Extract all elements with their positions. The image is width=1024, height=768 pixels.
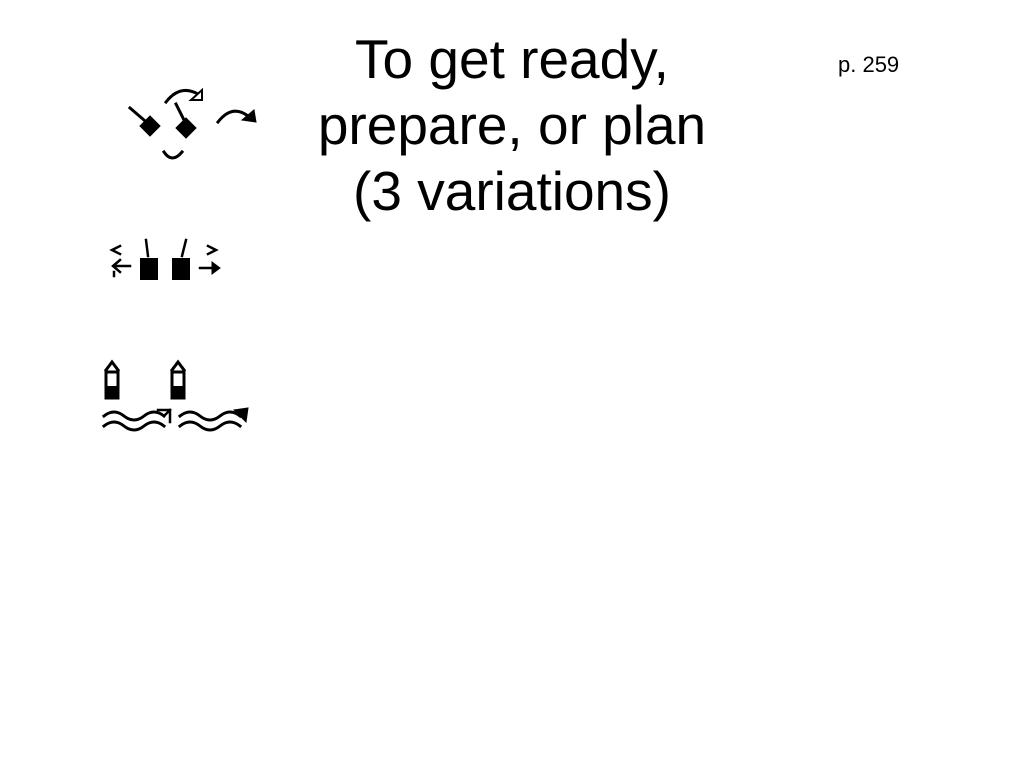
signwriting-variation-2-icon bbox=[104, 236, 224, 288]
signwriting-variation-3-icon bbox=[100, 358, 252, 440]
slide-title: To get ready, prepare, or plan (3 variat… bbox=[262, 26, 762, 224]
title-line-2: prepare, or plan bbox=[317, 94, 707, 156]
title-line-3: (3 variations) bbox=[353, 160, 671, 222]
title-line-1: To get ready, bbox=[355, 28, 669, 90]
signwriting-variation-1-icon bbox=[124, 82, 264, 168]
page-reference: p. 259 bbox=[838, 52, 900, 77]
